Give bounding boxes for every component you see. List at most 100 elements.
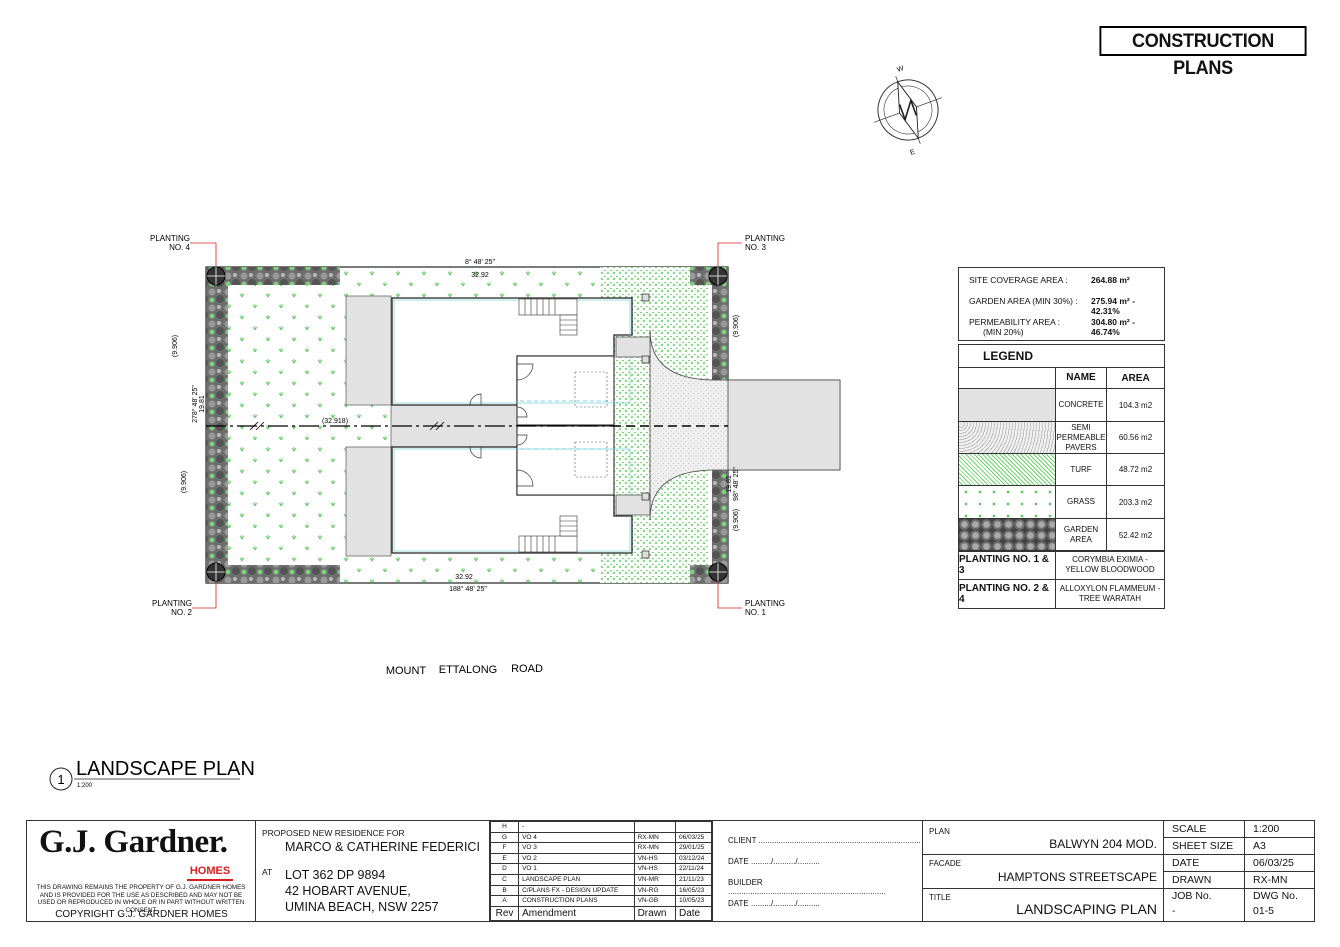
sheet-value: A3 [1253, 840, 1266, 852]
compass-e: E [909, 149, 916, 157]
planting-label-3: PLANTING [745, 234, 785, 243]
revision-drawn [633, 821, 677, 833]
address-line-3: UMINA BEACH, NSW 2257 [285, 900, 439, 914]
dim-right-upper: (9.906) [733, 315, 740, 337]
revision-date: 29/01/25 [675, 842, 712, 854]
legend-name-concrete: CONCRETE [1056, 389, 1107, 421]
coverage-garden-value: 275.94 m² - 42.31% [1091, 296, 1135, 316]
legend-title: LEGEND [959, 345, 1164, 368]
planting-row-2-label: PLANTING NO. 2 & 4 [959, 580, 1056, 608]
revision-date: 21/11/23 [675, 873, 712, 886]
revision-drawn: VN-MR [633, 873, 677, 886]
signoff-date-1: DATE ........./........../.......... [728, 857, 820, 866]
legend-area-grass: 203.3 m2 [1118, 497, 1153, 507]
planting-table: PLANTING NO. 1 & 3 CORYMBIA EXIMIA - YEL… [958, 550, 1165, 609]
company-logo: G.J. Gardner. [39, 824, 228, 860]
drawing-scale: 1:200 [77, 783, 93, 789]
planting-no-4: NO. 4 [169, 243, 190, 252]
planting-row-1-label: PLANTING NO. 1 & 3 [959, 551, 1056, 579]
planting-label-1: PLANTING [745, 599, 785, 608]
title-value: LANDSCAPING PLAN [1016, 901, 1157, 917]
compass-icon [874, 76, 942, 144]
revision-drawn: VN-GB [633, 895, 677, 907]
job-value: - [1172, 905, 1176, 917]
revision-amend: VO 3 [518, 842, 635, 854]
coverage-garden-label: GARDEN AREA (MIN 30%) : [969, 296, 1078, 306]
revision-drawn: RX-MN [633, 842, 677, 854]
legend-area-garden: 52.42 m2 [1118, 530, 1153, 540]
legend-swatch-grass [959, 486, 1056, 518]
dim-right-bearing: 98° 48' 25" [732, 467, 740, 501]
date-label: DATE [1172, 857, 1200, 869]
stairs-lower [518, 515, 578, 553]
revision-rev: G [489, 831, 520, 844]
planting-label-2: PLANTING [152, 599, 192, 608]
signoff-builder: BUILDER ................................… [728, 878, 886, 896]
planting-no-2: NO. 2 [171, 608, 192, 617]
revision-amend: - [518, 821, 635, 833]
plan-label: PLAN [929, 827, 950, 836]
revision-drawn: VN-HS [633, 852, 677, 865]
revision-rev: H [489, 821, 520, 833]
title-label: TITLE [929, 893, 951, 902]
revision-amend: LANDSCAPE PLAN [518, 873, 635, 886]
dim-left-lower: (9.906) [181, 471, 188, 493]
revision-drawn: RX-MN [633, 831, 677, 844]
scale-label: SCALE [1172, 823, 1207, 835]
legend-swatch-pavers [959, 422, 1056, 453]
revision-amend: C/PLANS FX - DESIGN UPDATE [518, 884, 635, 897]
planting-row-2-spec: ALLOXYLON FLAMMEUM - TREE WARATAH [1059, 584, 1161, 603]
legend-name-turf: TURF [1056, 454, 1107, 485]
driveway-concrete [727, 379, 841, 471]
planting-marker-3 [708, 266, 728, 286]
plan-value: BALWYN 204 MOD. [1049, 837, 1157, 851]
title-block: G.J. Gardner. HOMES THIS DRAWING REMAINS… [26, 820, 1315, 922]
facade-value: HAMPTONS STREETSCAPE [997, 870, 1157, 884]
coverage-summary: SITE COVERAGE AREA : 264.88 m² GARDEN AR… [958, 267, 1165, 341]
garden-bed-right-lower [712, 470, 728, 565]
signoff-cell: CLIENT .................................… [713, 821, 923, 921]
revision-amend: VO 4 [518, 831, 635, 844]
legend-area-concrete: 104.3 m2 [1118, 400, 1153, 410]
company-logo-sub: HOMES [187, 865, 233, 881]
info-cell: SCALE 1:200 SHEET SIZE A3 DATE 06/03/25 … [1164, 821, 1314, 921]
garden-bed-left [206, 267, 228, 583]
planting-row-1-spec: CORYMBIA EXIMIA - YELLOW BLOODWOOD [1065, 555, 1155, 574]
dim-left-upper: (9.906) [172, 335, 179, 357]
revision-date [675, 821, 712, 833]
address-line-2: 42 HOBART AVENUE, [285, 884, 411, 898]
revision-rev: B [489, 884, 520, 897]
at-label: AT [262, 867, 273, 877]
dim-right-length: 19.81 [726, 475, 733, 493]
disclaimer: THIS DRAWING REMAINS THE PROPERTY OF G.J… [36, 884, 246, 914]
revision-header-drawn: Drawn [633, 905, 677, 921]
facade-label: FACADE [929, 859, 962, 868]
revision-date: 06/03/25 [675, 831, 712, 844]
proposed-label: PROPOSED NEW RESIDENCE FOR [262, 828, 405, 838]
dim-top-bearing: 8° 48' 25" [465, 258, 495, 266]
revision-rev: E [489, 852, 520, 865]
revision-amend: VO 1 [518, 863, 635, 875]
planting-label-4: PLANTING [150, 234, 190, 243]
date-value: 06/03/25 [1253, 857, 1294, 869]
planting-marker-1 [708, 562, 728, 582]
logo-cell: G.J. Gardner. HOMES THIS DRAWING REMAINS… [27, 821, 256, 921]
revision-header-rev: Rev [489, 905, 520, 921]
patio-upper [345, 295, 392, 406]
sheet-label: SHEET SIZE [1172, 840, 1234, 852]
legend-swatch-concrete [959, 389, 1056, 421]
banner-title: CONSTRUCTION PLANS [1099, 26, 1307, 79]
planting-no-1: NO. 1 [745, 608, 766, 617]
dim-bottom-bearing: 188° 48' 25" [449, 585, 487, 593]
legend-name-pavers: SEMI PERMEABLE PAVERS [1056, 422, 1107, 453]
revision-amend: VO 2 [518, 852, 635, 865]
road-label-3: ROAD [511, 663, 543, 675]
legend-col-area: AREA [1121, 372, 1150, 384]
